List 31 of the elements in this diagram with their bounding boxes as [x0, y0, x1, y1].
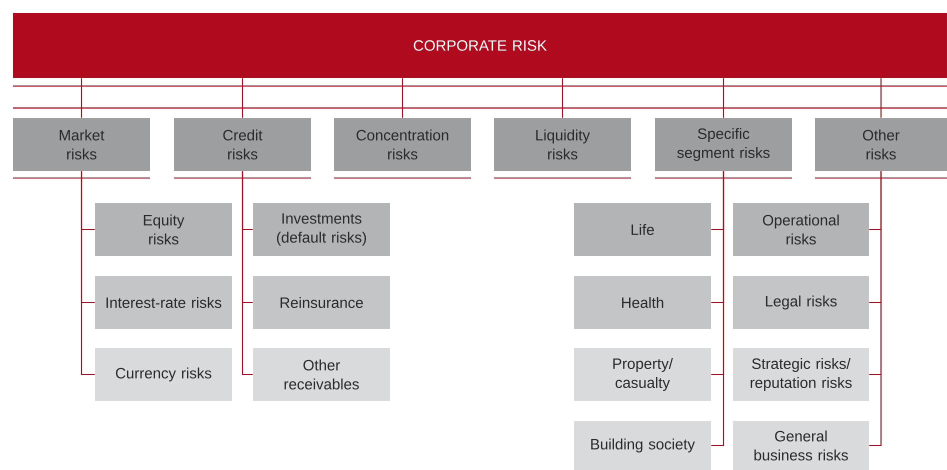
connector-line — [242, 78, 244, 118]
title-band: CORPORATE RISK — [13, 13, 947, 78]
connector-line — [80, 78, 82, 118]
connector-line — [562, 78, 564, 118]
connector-line — [722, 78, 724, 118]
connector-line — [711, 171, 724, 446]
category-box: Credit risks — [174, 118, 311, 171]
risk-box: Currency risks — [95, 348, 232, 401]
risk-box: Equity risks — [95, 203, 232, 256]
risk-box: Operational risks — [733, 203, 869, 256]
risk-box: Life — [574, 203, 711, 256]
risk-box: Interest-rate risks — [95, 276, 232, 329]
connector-line — [402, 78, 404, 118]
connector-line — [242, 171, 253, 376]
risk-box: Property/ casualty — [574, 348, 711, 401]
risk-box: Investments (default risks) — [253, 203, 390, 256]
risk-box: Strategic risks/ reputation risks — [733, 348, 869, 401]
category-box: Market risks — [13, 118, 150, 171]
risk-box: Legal risks — [733, 276, 869, 329]
category-box: Other risks — [815, 118, 947, 171]
risk-box: Health — [574, 276, 711, 329]
connector-line — [880, 78, 882, 118]
risk-box: Building society — [574, 421, 711, 470]
risk-box: Other receivables — [253, 348, 390, 401]
connector-line — [869, 171, 882, 446]
risk-box: General business risks — [733, 421, 869, 470]
category-box: Liquidity risks — [494, 118, 631, 171]
risk-box: Reinsurance — [253, 276, 390, 329]
category-box: Concentration risks — [334, 118, 471, 171]
category-box: Specific segment risks — [655, 118, 792, 171]
connector-line — [80, 171, 95, 376]
